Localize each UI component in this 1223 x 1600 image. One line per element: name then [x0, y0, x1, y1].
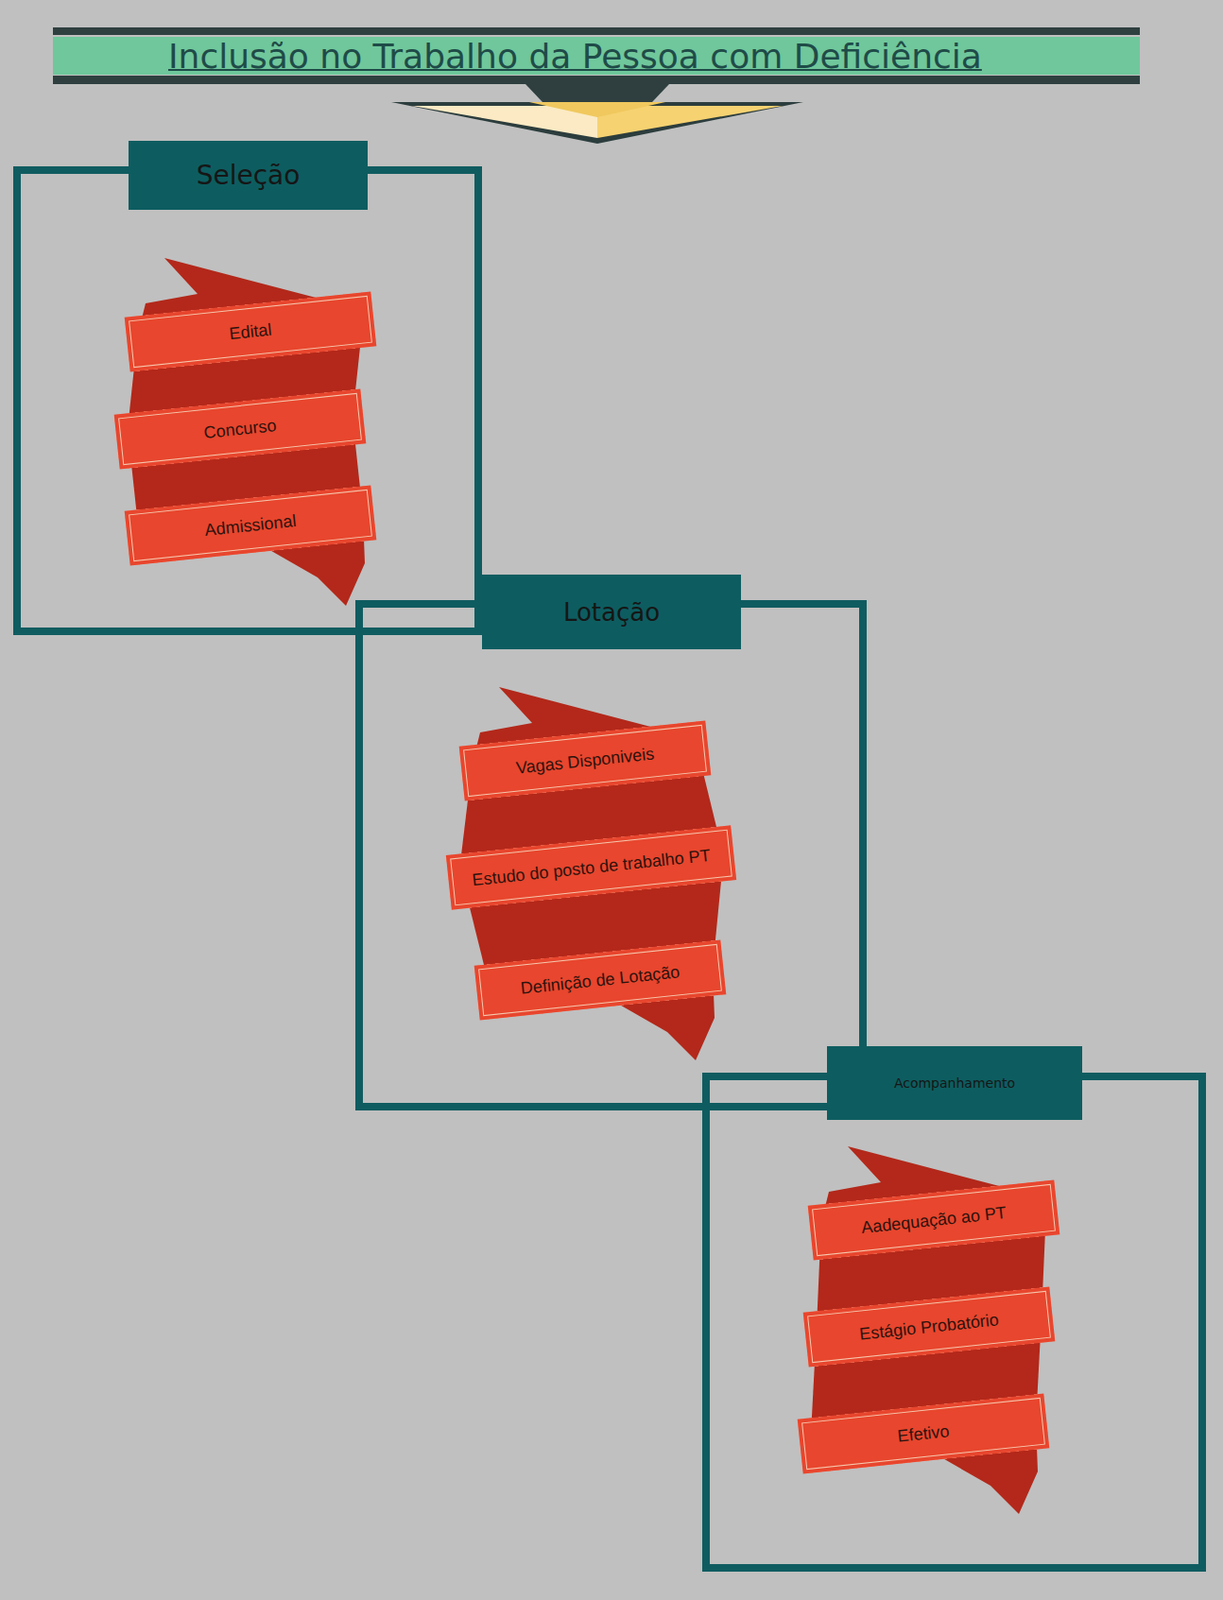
- title-band: [52, 36, 1140, 75]
- ribbon-label: Concurso: [203, 415, 278, 444]
- ribbon-label: Definição de Lotação: [519, 962, 681, 1000]
- ribbon-label: Efetivo: [896, 1421, 951, 1447]
- box-heading: Lotação: [563, 598, 660, 627]
- group-box: LotaçãoVagas DisponiveisEstudo do posto …: [355, 600, 867, 1111]
- box-heading: Seleção: [196, 159, 301, 191]
- group-box: SeleçãoEditalConcursoAdmissional: [13, 166, 483, 636]
- box-header: Seleção: [128, 140, 368, 210]
- arrow-notch: [529, 102, 666, 118]
- ribbon-label: Aadequação ao PT: [860, 1203, 1007, 1239]
- title-line: [52, 27, 1140, 35]
- box-heading: Acompanhamento: [894, 1075, 1016, 1091]
- title-line: [52, 75, 1140, 85]
- box-header: Acompanhamento: [826, 1046, 1083, 1120]
- ribbon-label: Edital: [228, 319, 274, 345]
- box-header: Lotação: [482, 574, 741, 650]
- ribbon-label: Estágio Probatório: [858, 1309, 1000, 1344]
- ribbon-label: Estudo do posto de trabalho PT: [471, 844, 712, 890]
- ribbon-label: Vagas Disponiveis: [515, 743, 655, 778]
- ribbon-label: Admissional: [204, 510, 298, 540]
- group-box: AcompanhamentoAadequação ao PT Estágio Pr…: [702, 1072, 1206, 1572]
- arrow-outline: [391, 102, 804, 144]
- title-text: Inclusão no Trabalho da Pessoa com Defic…: [168, 37, 982, 76]
- title-tab: [525, 84, 670, 103]
